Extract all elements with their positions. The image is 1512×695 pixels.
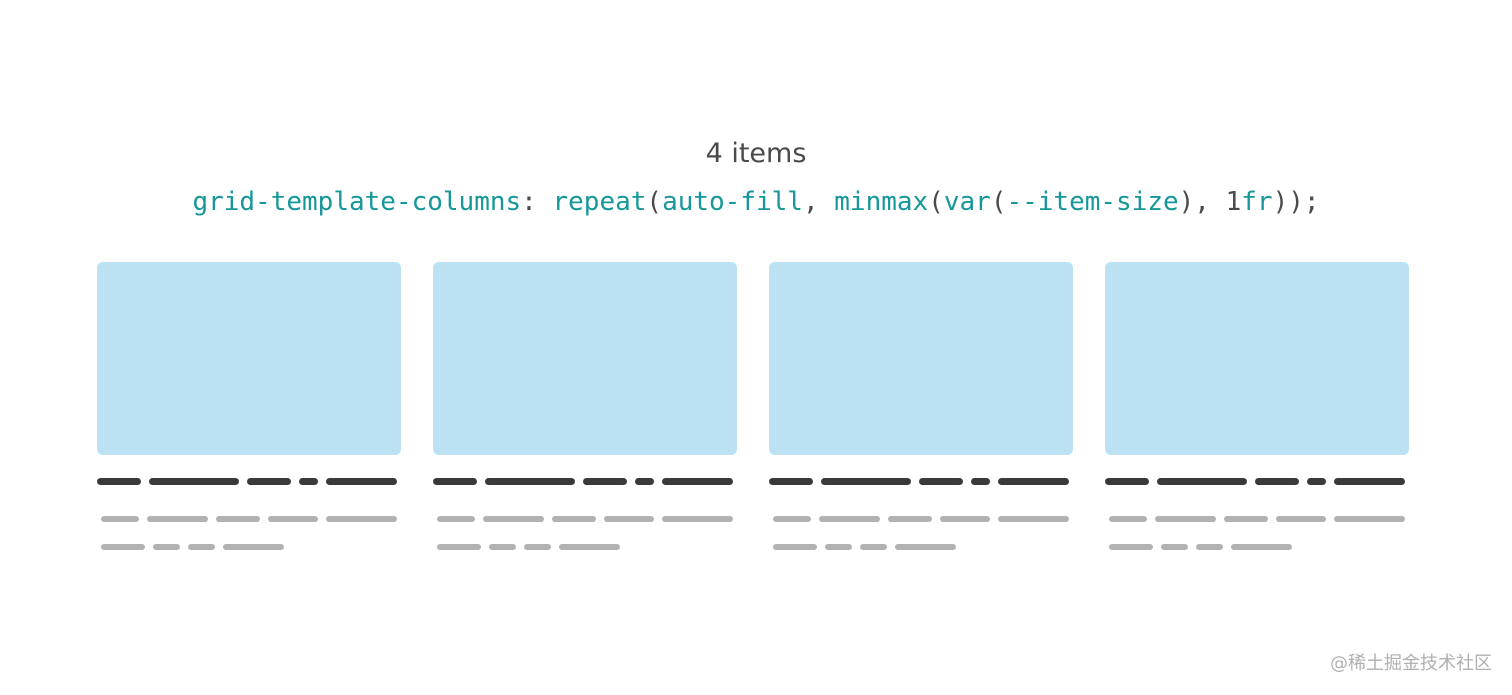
card-title-placeholder-segment xyxy=(998,478,1069,485)
card-text-placeholder-segment xyxy=(888,516,932,522)
code-token: : xyxy=(521,187,553,217)
card-title-placeholder-segment xyxy=(247,478,291,485)
code-token: ( xyxy=(928,187,944,217)
card-title-placeholder-segment xyxy=(583,478,627,485)
card-text-placeholder-segment xyxy=(1334,516,1405,522)
card-title-placeholder-segment xyxy=(971,478,990,485)
card-text-placeholder-segment xyxy=(153,544,180,550)
card-grid xyxy=(97,262,1410,562)
card-text-placeholder-segment xyxy=(998,516,1069,522)
card-text-placeholder-segment xyxy=(326,516,397,522)
card-text-placeholder-segment xyxy=(860,544,887,550)
card-text-placeholder-segment xyxy=(483,516,544,522)
card-title-placeholder-segment xyxy=(485,478,575,485)
card-title-placeholder-segment xyxy=(821,478,911,485)
card-text-placeholder-segment xyxy=(895,544,956,550)
grid-item-card xyxy=(433,262,737,562)
card-text-placeholder-segment xyxy=(216,516,260,522)
card-text-placeholder-segment xyxy=(825,544,852,550)
card-text-placeholder-segment xyxy=(437,516,475,522)
code-token: ( xyxy=(646,187,663,217)
code-token: --item-size xyxy=(1006,187,1179,217)
card-text-placeholder xyxy=(1109,544,1292,550)
card-title-placeholder-segment xyxy=(433,478,477,485)
code-token: ), xyxy=(1178,187,1226,217)
grid-item-card xyxy=(1105,262,1409,562)
card-title-placeholder-segment xyxy=(635,478,654,485)
card-title-placeholder-segment xyxy=(1307,478,1326,485)
code-token: var xyxy=(943,187,991,217)
card-text-placeholder-segment xyxy=(1109,516,1147,522)
card-text-placeholder-segment xyxy=(223,544,284,550)
card-text-placeholder-segment xyxy=(940,516,990,522)
card-title-placeholder-segment xyxy=(149,478,239,485)
code-token: ( xyxy=(990,187,1007,217)
card-text-placeholder xyxy=(437,544,620,550)
card-title-placeholder-segment xyxy=(97,478,141,485)
grid-item-card xyxy=(769,262,1073,562)
card-image-placeholder xyxy=(769,262,1073,455)
card-title-placeholder-segment xyxy=(299,478,318,485)
code-token: fr xyxy=(1241,187,1273,217)
card-title-placeholder-segment xyxy=(1255,478,1299,485)
card-text-placeholder-segment xyxy=(552,516,596,522)
code-token: 1 xyxy=(1225,187,1242,217)
css-code-line: grid-template-columns: repeat(auto-fill,… xyxy=(0,182,1512,222)
card-text-placeholder-segment xyxy=(101,516,139,522)
card-text-placeholder xyxy=(1109,516,1405,522)
card-title-placeholder-segment xyxy=(326,478,397,485)
card-image-placeholder xyxy=(1105,262,1409,455)
code-token: , xyxy=(802,187,835,217)
card-text-placeholder-segment xyxy=(773,516,811,522)
card-text-placeholder xyxy=(773,516,1069,522)
card-text-placeholder-segment xyxy=(1276,516,1326,522)
card-text-placeholder-segment xyxy=(1196,544,1223,550)
card-title-placeholder-segment xyxy=(662,478,733,485)
card-text-placeholder-segment xyxy=(1155,516,1216,522)
card-title-placeholder-segment xyxy=(1157,478,1247,485)
card-image-placeholder xyxy=(97,262,401,455)
card-text-placeholder-segment xyxy=(101,544,145,550)
card-text-placeholder-segment xyxy=(268,516,318,522)
card-text-placeholder-segment xyxy=(489,544,516,550)
card-title-placeholder xyxy=(769,478,1069,485)
card-text-placeholder-segment xyxy=(559,544,620,550)
item-count-heading: 4 items xyxy=(705,138,807,169)
card-title-placeholder xyxy=(97,478,397,485)
code-token: auto-fill xyxy=(662,187,803,217)
card-text-placeholder-segment xyxy=(1231,544,1292,550)
code-token: grid-template-columns xyxy=(192,187,522,217)
card-text-placeholder-segment xyxy=(437,544,481,550)
card-image-placeholder xyxy=(433,262,737,455)
card-text-placeholder-segment xyxy=(773,544,817,550)
card-text-placeholder-segment xyxy=(524,544,551,550)
card-title-placeholder xyxy=(433,478,733,485)
card-text-placeholder-segment xyxy=(604,516,654,522)
watermark: @稀土掘金技术社区 xyxy=(1330,653,1492,674)
card-text-placeholder-segment xyxy=(188,544,215,550)
code-token: )); xyxy=(1272,187,1320,217)
grid-item-card xyxy=(97,262,401,562)
card-text-placeholder-segment xyxy=(147,516,208,522)
card-title-placeholder-segment xyxy=(1105,478,1149,485)
card-text-placeholder xyxy=(437,516,733,522)
card-text-placeholder xyxy=(773,544,956,550)
card-text-placeholder-segment xyxy=(662,516,733,522)
card-text-placeholder-segment xyxy=(819,516,880,522)
card-title-placeholder xyxy=(1105,478,1405,485)
card-text-placeholder xyxy=(101,544,284,550)
card-title-placeholder-segment xyxy=(919,478,963,485)
card-title-placeholder-segment xyxy=(1334,478,1405,485)
code-token: minmax xyxy=(834,187,929,217)
card-text-placeholder-segment xyxy=(1109,544,1153,550)
card-text-placeholder xyxy=(101,516,397,522)
card-text-placeholder-segment xyxy=(1224,516,1268,522)
code-token: repeat xyxy=(552,187,647,217)
card-text-placeholder-segment xyxy=(1161,544,1188,550)
card-title-placeholder-segment xyxy=(769,478,813,485)
